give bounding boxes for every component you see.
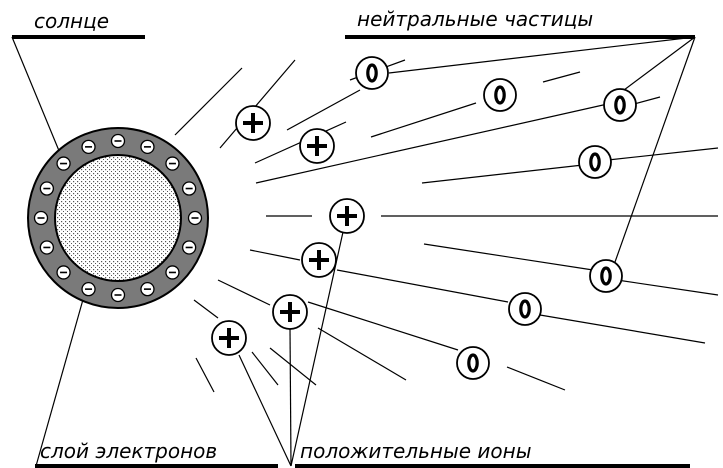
- positive-ion: [330, 199, 364, 233]
- electron-particle: [183, 241, 196, 254]
- positive-ion: [212, 321, 246, 355]
- electron-particle: [112, 135, 125, 148]
- electron-particle: [40, 182, 53, 195]
- neutral-particle: [484, 79, 516, 111]
- neutral-particle: [356, 57, 388, 89]
- sun-core: [55, 155, 181, 281]
- electron-particle: [166, 157, 179, 170]
- neutral-particle: [457, 347, 489, 379]
- positive-ion: [273, 295, 307, 329]
- electron-particle: [141, 140, 154, 153]
- electron-particle: [82, 140, 95, 153]
- positive-ion: [302, 243, 336, 277]
- sun: [28, 128, 208, 308]
- electron-particle: [40, 241, 53, 254]
- electron-particle: [112, 289, 125, 302]
- neutral-particle: [604, 89, 636, 121]
- electron-particle: [141, 283, 154, 296]
- positive-ion: [236, 106, 270, 140]
- positive-ion: [300, 129, 334, 163]
- neutral-particle: [590, 260, 622, 292]
- electron-particle: [189, 212, 202, 225]
- electron-particle: [183, 182, 196, 195]
- electron-particle: [57, 266, 70, 279]
- electron-particle: [35, 212, 48, 225]
- neutral-particle: [579, 146, 611, 178]
- electron-particle: [57, 157, 70, 170]
- particles: [212, 57, 636, 379]
- electron-particle: [82, 283, 95, 296]
- electron-particle: [166, 266, 179, 279]
- neutral-particle: [509, 293, 541, 325]
